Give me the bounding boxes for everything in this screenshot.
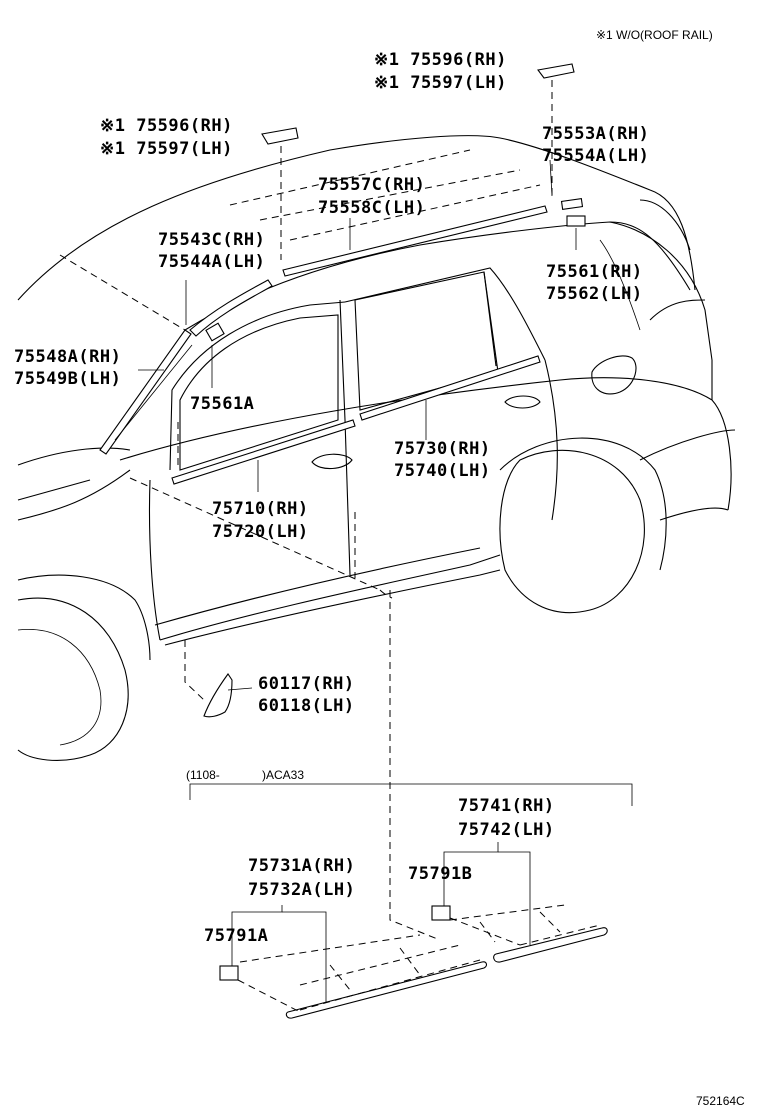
- rear-door-belt-molding: [359, 355, 541, 421]
- inset-bracket: [189, 783, 633, 806]
- callout-75732a: 75732A(LH): [248, 880, 356, 900]
- callout-75597-lh-front: ※1 75597(LH): [100, 139, 233, 159]
- callout-75543c: 75543C(RH): [158, 230, 266, 250]
- rocker-molding-75731a: [285, 961, 487, 1019]
- note-roof-rail: ※1 W/O(ROOF RAIL): [596, 28, 713, 42]
- callout-75557c: 75557C(RH): [318, 175, 426, 195]
- clip-75561: [566, 215, 586, 227]
- rail-cover-rear: [537, 63, 575, 79]
- callout-75730: 75730(RH): [394, 439, 491, 459]
- callout-75710: 75710(RH): [212, 499, 309, 519]
- clip-75791b: [431, 905, 451, 921]
- clip-75561a: [205, 322, 225, 342]
- callout-75597-lh-rear: ※1 75597(LH): [374, 73, 507, 93]
- front-door-handle: [311, 453, 353, 470]
- mudguard: [203, 673, 233, 718]
- inset-date-range: (1108-: [186, 768, 220, 782]
- callout-75554a: 75554A(LH): [542, 146, 650, 166]
- callout-75731a: 75731A(RH): [248, 856, 356, 876]
- callout-75596-rh-front: ※1 75596(RH): [100, 116, 233, 136]
- front-wheel: [17, 597, 129, 761]
- callout-75561: 75561(RH): [546, 262, 643, 282]
- rail-cover-front: [261, 127, 299, 145]
- callout-75742: 75742(LH): [458, 820, 555, 840]
- callout-75740: 75740(LH): [394, 461, 491, 481]
- rear-door-handle: [504, 395, 541, 409]
- callout-75720: 75720(LH): [212, 522, 309, 542]
- callout-75549b: 75549B(LH): [14, 369, 122, 389]
- inset-model: )ACA33: [262, 768, 305, 782]
- roof-edge: [184, 221, 691, 331]
- callout-75596-rh-rear: ※1 75596(RH): [374, 50, 507, 70]
- fuel-door: [591, 355, 637, 395]
- roof-drip-molding: [282, 205, 548, 277]
- rocker-panel: [164, 569, 501, 646]
- callout-75791b: 75791B: [408, 864, 473, 884]
- callout-75561a: 75561A: [190, 394, 255, 414]
- callout-60118: 60118(LH): [258, 696, 355, 716]
- clip-75553a: [560, 198, 584, 210]
- rocker-molding-75741: [493, 927, 608, 963]
- callout-60117: 60117(RH): [258, 674, 355, 694]
- rear-wheel: [499, 449, 645, 614]
- front-pillar-molding: [189, 279, 273, 337]
- callout-75544a: 75544A(LH): [158, 252, 266, 272]
- diagram-code: 752164C: [696, 1094, 745, 1108]
- callout-75548a: 75548A(RH): [14, 347, 122, 367]
- clip-75791a: [219, 965, 239, 981]
- roof-outline: [17, 135, 696, 301]
- front-door-belt-molding: [171, 419, 356, 485]
- callout-75741: 75741(RH): [458, 796, 555, 816]
- callout-75553a: 75553A(RH): [542, 124, 650, 144]
- callout-75562: 75562(LH): [546, 284, 643, 304]
- callout-75791a: 75791A: [204, 926, 269, 946]
- callout-75558c: 75558C(LH): [318, 198, 426, 218]
- front-door-window: [179, 314, 339, 471]
